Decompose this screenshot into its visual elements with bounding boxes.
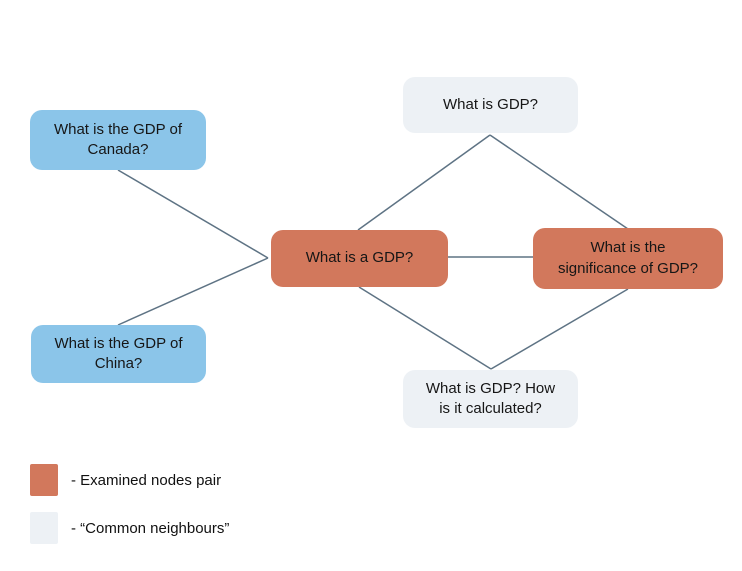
- legend-label-common-neighbours: - “Common neighbours”: [71, 519, 230, 537]
- node-gdp-significance: What is the significance of GDP?: [533, 228, 723, 289]
- edge-china-to-what-is-a-gdp: [117, 257, 269, 326]
- edge-what-is-gdp-to-what-is-a-gdp: [357, 134, 491, 231]
- node-what-is-a-gdp: What is a GDP?: [271, 230, 448, 287]
- node-label-line: What is the: [590, 239, 666, 257]
- node-label-line: Canada?: [87, 141, 149, 158]
- edge-significance-to-how-calculated: [490, 288, 629, 370]
- node-label-line: What is a GDP?: [305, 249, 414, 267]
- node-what-is-gdp: What is GDP?: [403, 77, 578, 133]
- edge-what-is-gdp-to-significance: [489, 134, 629, 230]
- node-gdp-how-calculated: What is GDP? How is it calculated?: [403, 370, 578, 428]
- legend-swatch-examined: [30, 464, 58, 496]
- legend-item-common-neighbours: - “Common neighbours”: [30, 512, 229, 544]
- node-label-line: China?: [94, 355, 143, 372]
- legend-label-examined: - Examined nodes pair: [71, 471, 222, 489]
- node-label-line: significance of GDP?: [557, 259, 699, 277]
- legend: - Examined nodes pair - “Common neighbou…: [30, 464, 229, 560]
- node-label-line: What is GDP?: [442, 95, 539, 113]
- legend-item-examined: - Examined nodes pair: [30, 464, 229, 496]
- edge-what-is-a-gdp-to-how-calculated: [358, 286, 492, 370]
- node-label-line: What is the GDP of: [54, 334, 183, 352]
- legend-swatch-common-neighbours: [30, 512, 58, 544]
- node-gdp-china: What is the GDP of China?: [31, 325, 206, 383]
- node-label-line: What is the GDP of: [53, 120, 183, 138]
- node-gdp-canada: What is the GDP of Canada?: [30, 110, 206, 170]
- node-label-line: What is GDP? How: [425, 379, 556, 397]
- node-label-line: is it calculated?: [439, 400, 542, 417]
- edge-canada-to-what-is-a-gdp: [117, 169, 269, 259]
